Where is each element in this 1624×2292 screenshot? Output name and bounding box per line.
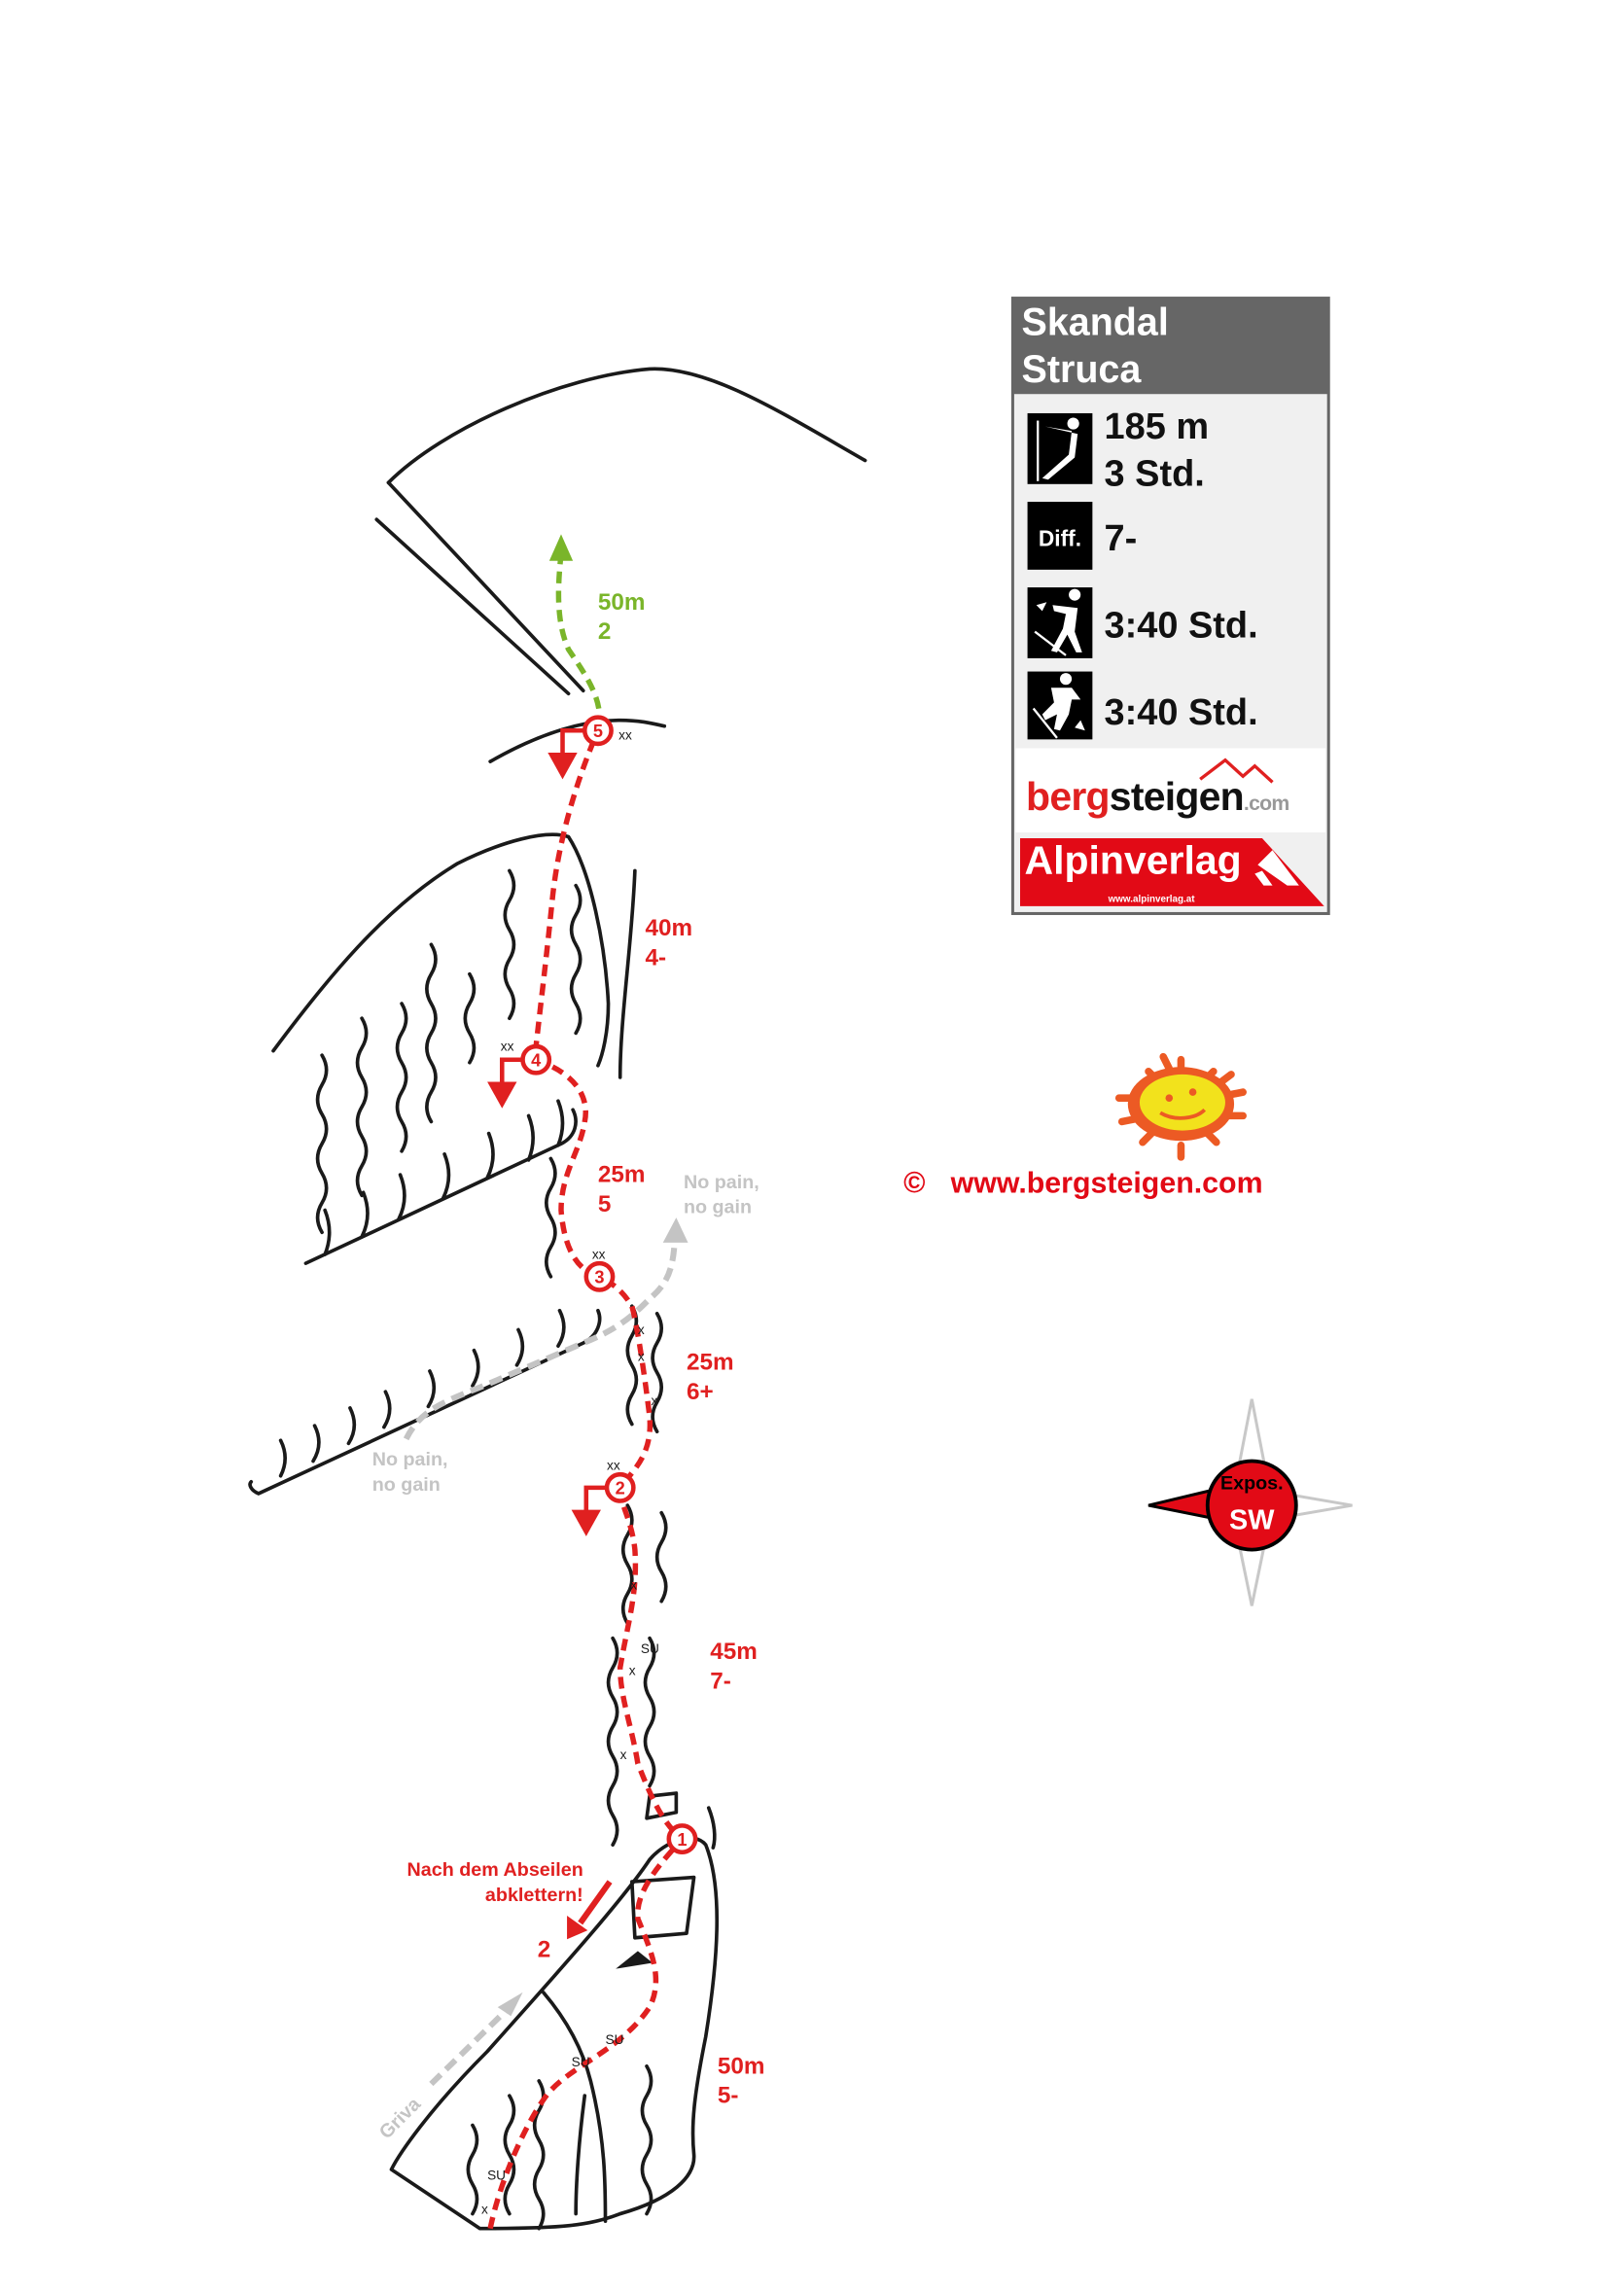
belay-3: 3 (583, 1260, 616, 1292)
svg-text:40m: 40m (645, 915, 692, 941)
rappel-arrow-icon (487, 1081, 517, 1109)
belay-5: 5 (582, 715, 614, 747)
exit-arrow-icon (548, 534, 574, 561)
svg-text:SU: SU (606, 2032, 624, 2047)
route-time: 3 Std. (1105, 453, 1205, 494)
svg-text:7-: 7- (710, 1668, 731, 1694)
route-length: 185 m (1105, 406, 1210, 447)
alpinverlag-logo: Alpinverlag www.alpinverlag.at (1019, 837, 1324, 906)
svg-text:SU: SU (487, 2169, 506, 2183)
rappel-arrow-icon (571, 1509, 601, 1536)
pitch-label-2: 45m 7- (710, 1639, 758, 1694)
svg-text:25m: 25m (598, 1162, 646, 1188)
descent-arrow-icon (567, 1915, 588, 1940)
svg-text:4-: 4- (645, 945, 666, 971)
griva-label: Griva (375, 2093, 426, 2143)
svg-text:SU: SU (641, 1641, 659, 1656)
route-difficulty: 7- (1105, 518, 1138, 559)
descent-note: Nach dem Abseilen abklettern! 2 (407, 1859, 583, 1962)
copyright: © www.bergsteigen.com (903, 1167, 1262, 1199)
svg-text:no gain: no gain (684, 1197, 752, 1218)
belay-number: 2 (616, 1479, 625, 1499)
svg-text:x: x (638, 1322, 645, 1337)
rock-outlines (248, 367, 867, 2231)
svg-text:6+: 6+ (687, 1379, 714, 1405)
svg-text:www.alpinverlag.at: www.alpinverlag.at (1108, 894, 1196, 904)
svg-text:45m: 45m (710, 1639, 758, 1665)
svg-text:no gain: no gain (372, 1474, 441, 1496)
svg-text:2: 2 (538, 1936, 551, 1962)
svg-text:x: x (481, 2203, 488, 2217)
route-title: Skandal (1022, 301, 1169, 344)
svg-text:5: 5 (598, 1191, 612, 1217)
svg-text:SU: SU (572, 2055, 590, 2069)
svg-text:No pain,: No pain, (684, 1172, 759, 1193)
svg-text:xx: xx (501, 1040, 514, 1054)
route-info-panel: Skandal Struca 185 m 3 Std. Diff. 7- 3:4… (1010, 297, 1330, 915)
pitch-label-5: 40m 4- (645, 915, 692, 970)
exposure-direction: SW (1229, 1504, 1275, 1535)
route-markers: xx xx xx xx x x x x x x x SU SU SU SU (481, 727, 659, 2216)
climber-icon (1027, 412, 1093, 484)
svg-text:abklettern!: abklettern! (485, 1885, 583, 1906)
belay-1: 1 (666, 1823, 698, 1854)
belay-number: 1 (677, 1830, 687, 1850)
svg-text:Expos.: Expos. (1220, 1472, 1284, 1494)
copyright-url: www.bergsteigen.com (950, 1167, 1263, 1199)
svg-text:No pain,: No pain, (372, 1449, 448, 1470)
difficulty-icon (1027, 502, 1093, 570)
pitch-label-4: 25m 5 (598, 1162, 646, 1217)
svg-text:Alpinverlag: Alpinverlag (1025, 837, 1242, 882)
svg-text:x: x (630, 1578, 637, 1593)
variant-no-pain-no-gain (403, 1217, 688, 2087)
rappel-arrow-icon (547, 753, 578, 780)
pitch-label-1: 50m 5- (718, 2053, 765, 2108)
svg-text:xx: xx (618, 727, 632, 742)
svg-text:Diff.: Diff. (1039, 526, 1081, 551)
exit-line (555, 552, 603, 728)
bergsteigen-logo: bergsteigen.com (1026, 758, 1289, 819)
svg-text:x: x (629, 1664, 636, 1678)
svg-text:5-: 5- (718, 2083, 739, 2109)
belay-number: 4 (531, 1051, 542, 1071)
svg-text:©: © (903, 1167, 925, 1199)
svg-text:Nach dem Abseilen: Nach dem Abseilen (407, 1859, 583, 1881)
belay-2: 2 (604, 1471, 636, 1503)
variant-label-lower: No pain, no gain (372, 1449, 448, 1496)
descent-time: 3:40 Std. (1105, 692, 1258, 733)
svg-text:x: x (652, 1393, 658, 1408)
svg-text:bergsteigen.com: bergsteigen.com (1026, 774, 1289, 819)
pitch-label-3: 25m 6+ (687, 1349, 734, 1404)
route-title: Struca (1022, 348, 1143, 391)
svg-text:50m: 50m (718, 2053, 765, 2079)
svg-text:2: 2 (598, 618, 612, 645)
svg-text:xx: xx (592, 1248, 606, 1262)
approach-icon (1027, 587, 1093, 658)
exposure-compass: Expos. SW (1147, 1398, 1353, 1606)
svg-text:x: x (638, 1349, 645, 1363)
approach-time: 3:40 Std. (1105, 606, 1258, 647)
svg-text:x: x (620, 1747, 627, 1762)
variant-label-upper: No pain, no gain (684, 1172, 759, 1218)
svg-text:xx: xx (607, 1459, 620, 1473)
belay-4: 4 (520, 1043, 552, 1075)
belay-number: 3 (594, 1268, 604, 1287)
descent-icon (1027, 671, 1093, 740)
belay-number: 5 (593, 722, 603, 741)
svg-text:50m: 50m (598, 589, 646, 616)
sun-logo (1114, 1052, 1247, 1161)
pitch-label-6: 50m 2 (598, 589, 646, 645)
svg-text:25m: 25m (687, 1349, 734, 1375)
